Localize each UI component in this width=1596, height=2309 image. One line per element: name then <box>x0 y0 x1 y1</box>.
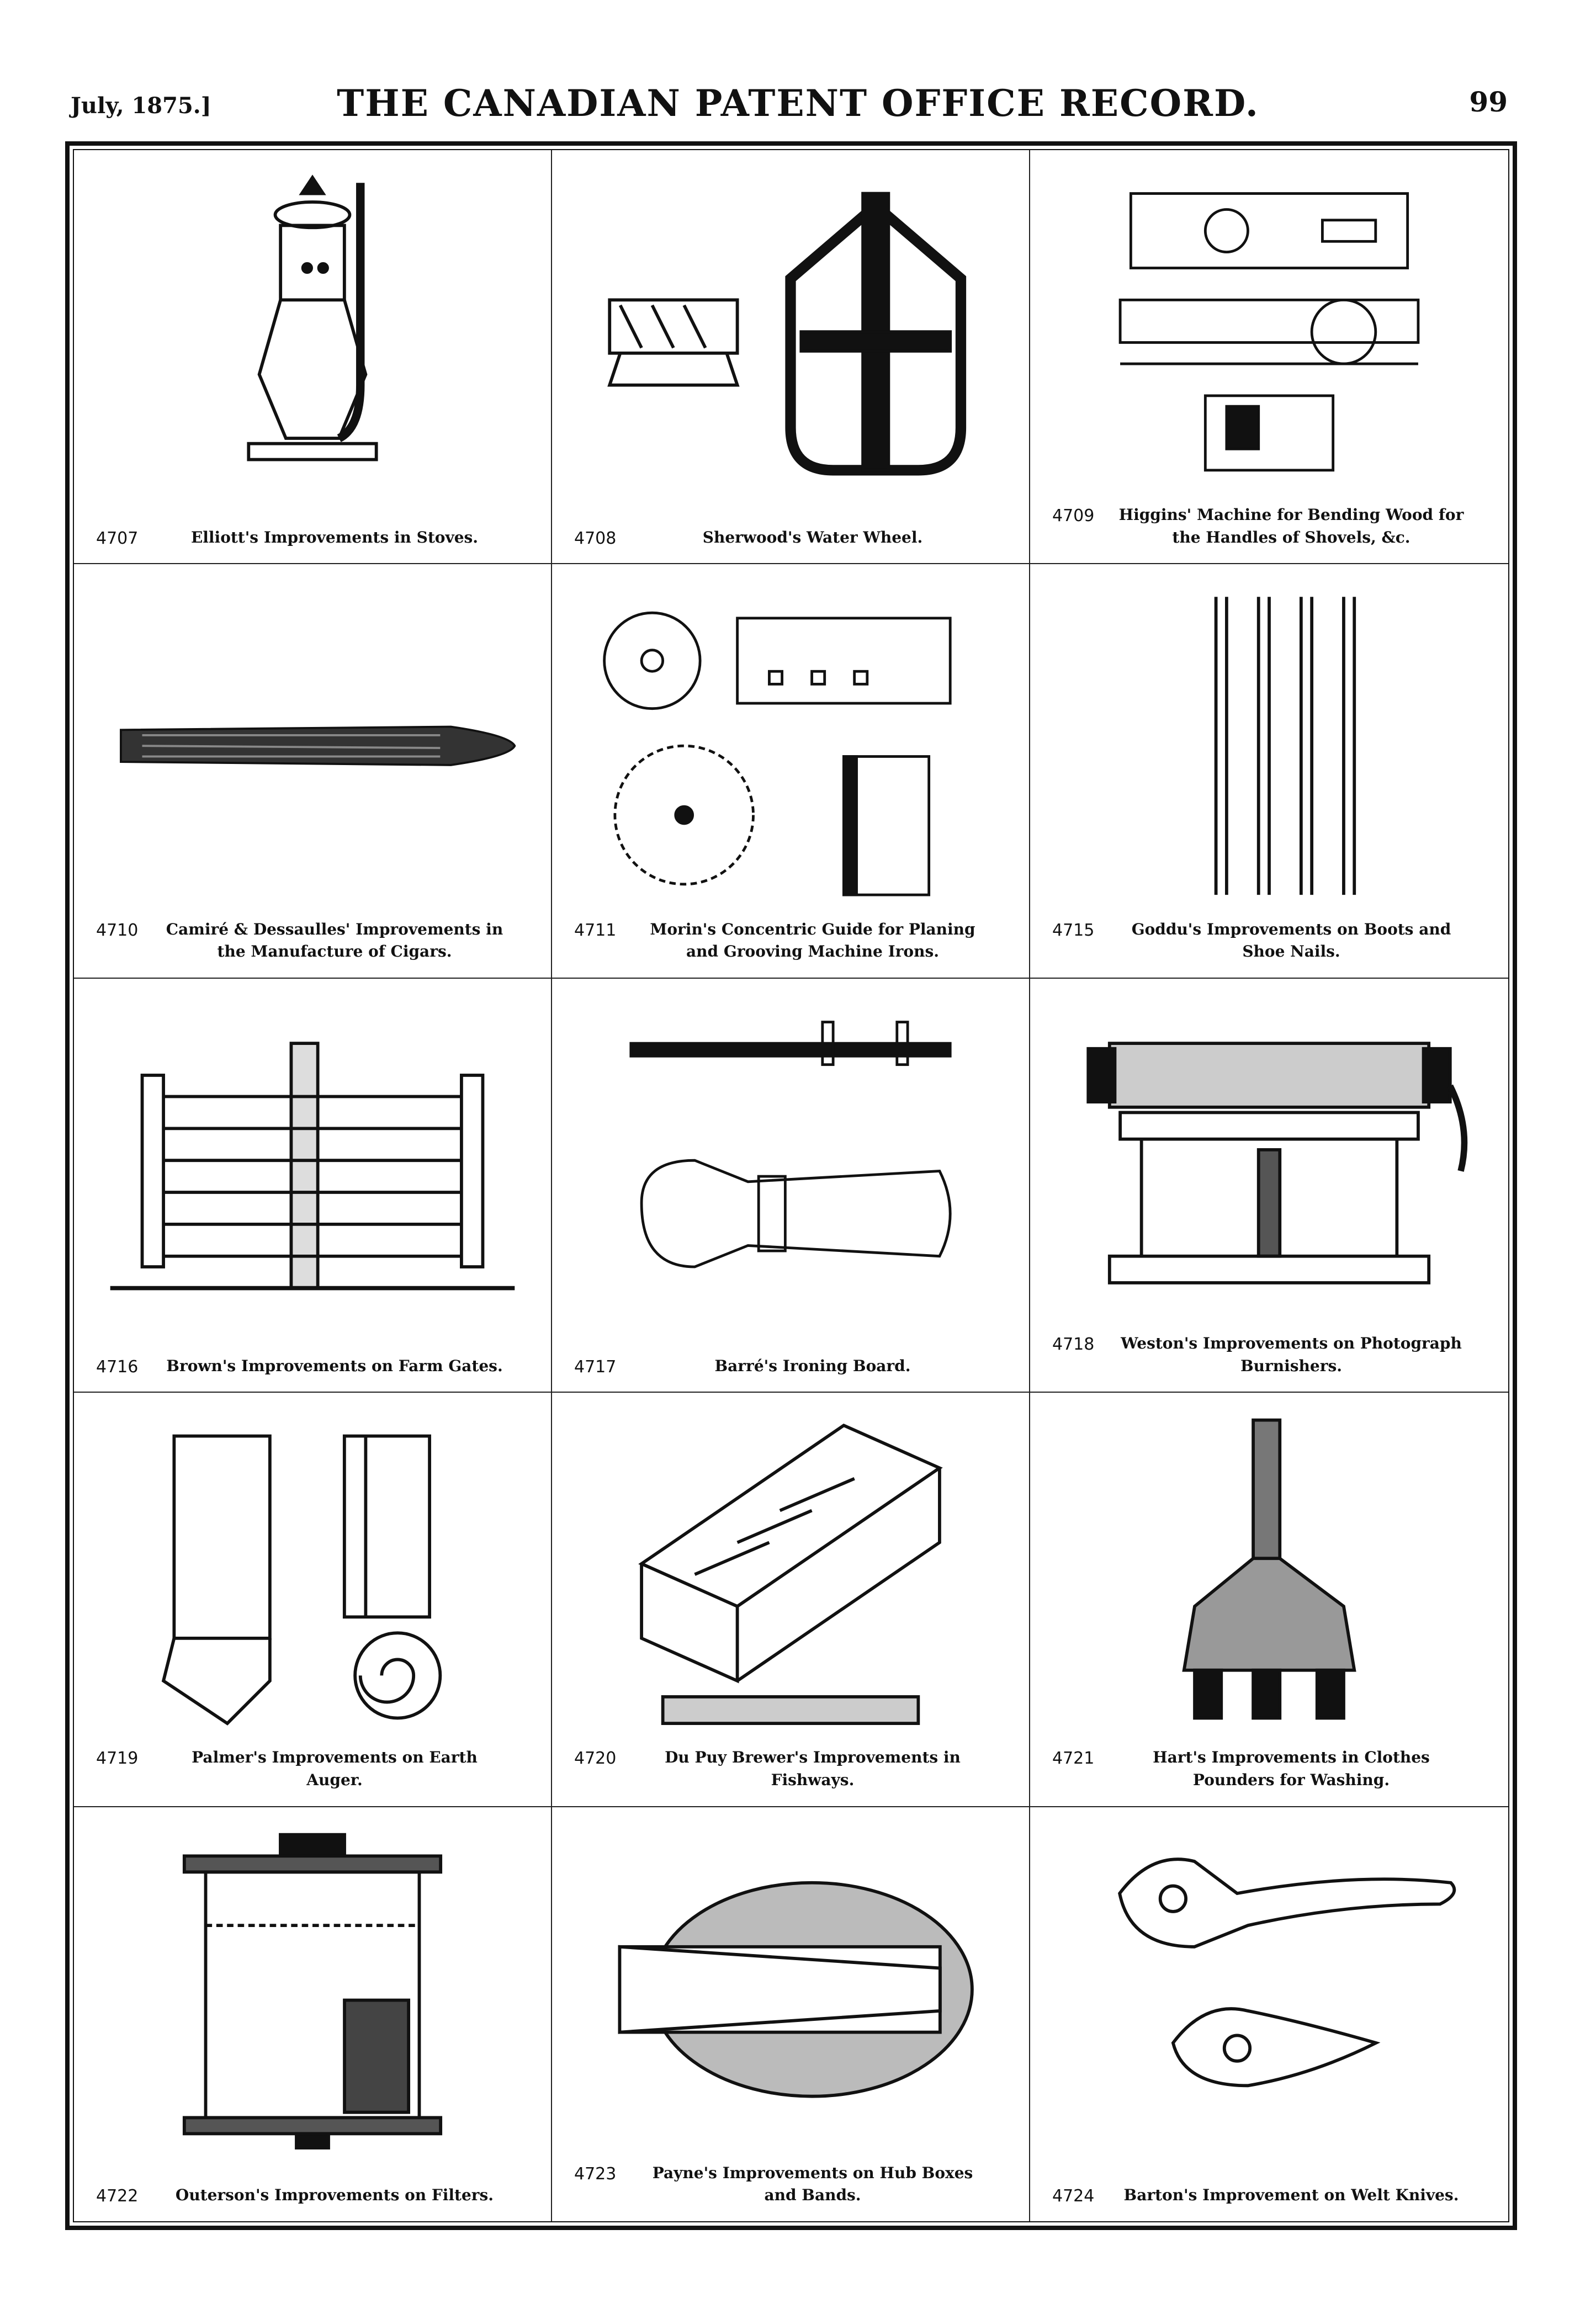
patent-cell: 4710 Camiré & Dessaulles' Improvements i… <box>74 564 552 979</box>
page-number: 99 <box>1469 86 1508 118</box>
patent-number: 4722 <box>96 2186 139 2206</box>
patent-title: Barton's Improvement on Welt Knives. <box>1123 2186 1459 2205</box>
page-header: July, 1875.] THE CANADIAN PATENT OFFICE … <box>0 0 1596 132</box>
patent-number: 4723 <box>574 2164 617 2184</box>
filter-illustration <box>96 1829 529 2151</box>
welt-knife-illustration <box>1052 1829 1486 2149</box>
patent-cell: 4709 Higgins' Machine for Bending Wood f… <box>1030 150 1508 565</box>
patent-cell: 4715 Goddu's Improvements on Boots and S… <box>1030 564 1508 979</box>
patent-title: Brown's Improvements on Farm Gates. <box>166 1356 503 1375</box>
patent-cell: 4720 Du Puy Brewer's Improvements in Fis… <box>552 1393 1030 1807</box>
patent-cell: 4716 Brown's Improvements on Farm Gates. <box>74 978 552 1393</box>
patent-title: Morin's Concentric Guide for Planing and… <box>650 920 975 961</box>
patent-number: 4720 <box>574 1749 617 1769</box>
patent-title: Weston's Improvements on Photograph Burn… <box>1121 1334 1462 1375</box>
patent-cell: 4719 Palmer's Improvements on Earth Auge… <box>74 1393 552 1807</box>
farm-gate-illustration <box>96 1001 529 1320</box>
burnisher-illustration <box>1052 1001 1486 1320</box>
patent-title: Outerson's Improvements on Filters. <box>175 2186 494 2205</box>
patent-number: 4719 <box>96 1749 139 1769</box>
concentric-guide-illustration <box>574 586 1007 905</box>
patent-cell: 4723 Payne's Improvements on Hub Boxes a… <box>552 1807 1030 2221</box>
patent-number: 4708 <box>574 528 617 548</box>
ironing-board-illustration <box>574 1001 1007 1320</box>
patent-number: 4716 <box>96 1357 139 1377</box>
patent-grid: 4707 Elliott's Improvements in Stoves. 4… <box>73 149 1509 2222</box>
patent-cell: 4722 Outerson's Improvements on Filters. <box>74 1807 552 2221</box>
fishway-illustration <box>574 1415 1007 1734</box>
patent-number: 4715 <box>1052 920 1095 940</box>
patent-title: Palmer's Improvements on Earth Auger. <box>192 1748 478 1789</box>
patent-cell: 4718 Weston's Improvements on Photograph… <box>1030 979 1508 1393</box>
patent-title: Barré's Ironing Board. <box>714 1356 911 1375</box>
patent-title: Higgins' Machine for Bending Wood for th… <box>1118 506 1464 546</box>
patent-title: Goddu's Improvements on Boots and Shoe N… <box>1131 920 1451 961</box>
patent-cell: 4711 Morin's Concentric Guide for Planin… <box>552 564 1030 979</box>
bending-machine-illustration <box>1052 172 1486 491</box>
patent-title: Du Puy Brewer's Improvements in Fishways… <box>665 1748 961 1789</box>
patent-number: 4718 <box>1052 1335 1095 1354</box>
patent-title: Sherwood's Water Wheel. <box>702 528 923 546</box>
patent-number: 4710 <box>96 920 139 940</box>
patent-cell: 4724 Barton's Improvement on Welt Knives… <box>1030 1807 1508 2221</box>
patent-cell: 4717 Barré's Ironing Board. <box>552 978 1030 1393</box>
issue-date: July, 1875.] <box>71 93 211 119</box>
water-wheel-illustration <box>574 172 1007 491</box>
hub-box-illustration <box>574 1829 1007 2149</box>
patent-number: 4709 <box>1052 506 1095 526</box>
cigar-illustration <box>96 586 529 905</box>
patent-number: 4711 <box>574 920 617 940</box>
patent-title: Hart's Improvements in Clothes Pounders … <box>1153 1748 1430 1789</box>
stove-illustration <box>96 172 529 491</box>
patent-number: 4707 <box>96 528 139 548</box>
patent-title: Elliott's Improvements in Stoves. <box>190 528 479 546</box>
patent-grid-frame: 4707 Elliott's Improvements in Stoves. 4… <box>65 141 1517 2230</box>
patent-cell: 4707 Elliott's Improvements in Stoves. <box>74 150 552 565</box>
patent-cell: 4708 Sherwood's Water Wheel. <box>552 150 1030 565</box>
nails-illustration <box>1052 586 1486 905</box>
patent-number: 4721 <box>1052 1749 1095 1769</box>
patent-title: Camiré & Dessaulles' Improvements in the… <box>166 920 503 961</box>
publication-title: THE CANADIAN PATENT OFFICE RECORD. <box>337 82 1259 125</box>
clothes-pounder-illustration <box>1052 1415 1486 1734</box>
patent-title: Payne's Improvements on Hub Boxes and Ba… <box>652 2163 973 2205</box>
patent-number: 4717 <box>574 1357 617 1377</box>
patent-cell: 4721 Hart's Improvements in Clothes Poun… <box>1030 1393 1508 1807</box>
patent-number: 4724 <box>1052 2186 1095 2206</box>
earth-auger-illustration <box>96 1415 529 1734</box>
